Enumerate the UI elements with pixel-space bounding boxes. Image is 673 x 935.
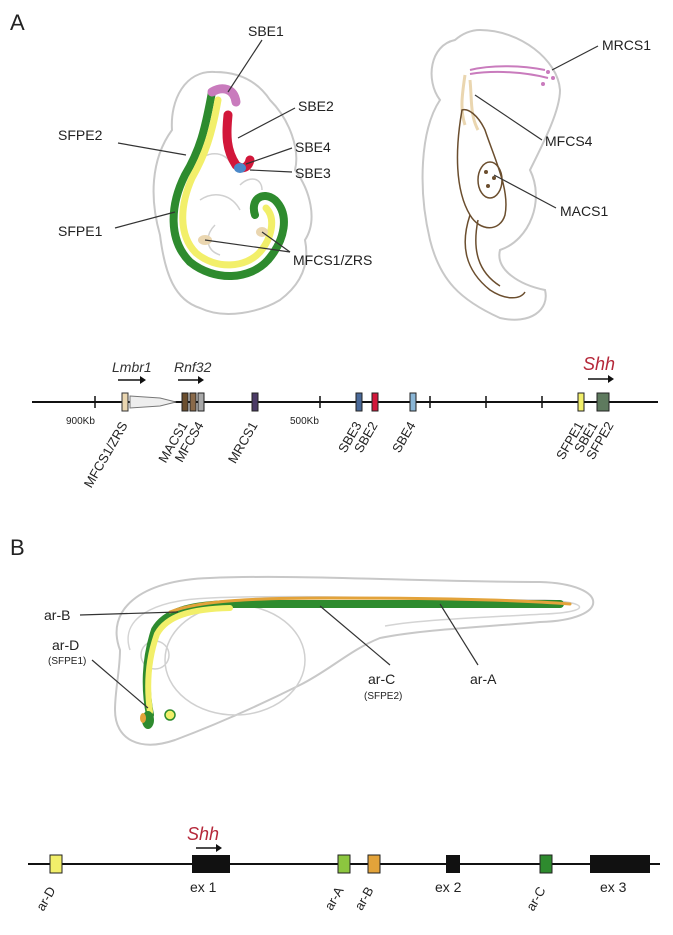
label-ar-c-sub: (SFPE2) — [364, 691, 402, 702]
locus-label-mfcs1-zrs: MFCS1/ZRS — [81, 419, 131, 491]
label-sbe3: SBE3 — [295, 165, 331, 181]
locus-label-ar-a: ar-A — [321, 884, 346, 913]
label-mfcs4: MFCS4 — [545, 133, 593, 149]
label-sfpe2: SFPE2 — [58, 127, 103, 143]
zebrafish-embryo — [115, 577, 593, 745]
mouse-embryo-ventral — [154, 72, 312, 314]
right-embryo-leaders — [475, 46, 598, 208]
gene-shh-zebrafish: Shh — [187, 824, 219, 844]
label-ar-a: ar-A — [470, 671, 497, 687]
label-sbe2: SBE2 — [298, 98, 334, 114]
mouse-locus-element-labels: MFCS1/ZRS MACS1 MFCS4 MRCS1 SBE3 SBE2 SB… — [81, 419, 617, 491]
locus-label-ar-c: ar-C — [523, 884, 549, 913]
label-ar-c: ar-C — [368, 671, 395, 687]
label-macs1: MACS1 — [560, 203, 608, 219]
exon-label-2: ex 2 — [435, 879, 462, 895]
exon-label-1: ex 1 — [190, 879, 217, 895]
exon-label-3: ex 3 — [600, 879, 627, 895]
scale-900kb: 900Kb — [66, 416, 95, 427]
zebrafish-locus-element-labels: ar-D ar-A ar-B ar-C — [33, 884, 549, 914]
mouse-embryo-lateral — [423, 30, 560, 320]
locus-label-mrcs1: MRCS1 — [225, 419, 261, 466]
gene-shh-mouse: Shh — [583, 354, 615, 374]
locus-label-ar-d: ar-D — [33, 884, 59, 913]
mouse-locus — [32, 375, 658, 411]
fish-leaders — [80, 604, 478, 708]
label-sbe4: SBE4 — [295, 139, 331, 155]
locus-label-ar-b: ar-B — [351, 884, 376, 913]
label-mfcs1-zrs: MFCS1/ZRS — [293, 252, 372, 268]
label-ar-d-sub: (SFPE1) — [48, 656, 86, 667]
locus-label-sbe4: SBE4 — [389, 419, 419, 455]
panel-a-letter: A — [10, 10, 25, 35]
zebrafish-locus — [28, 844, 660, 873]
label-ar-d: ar-D — [52, 637, 79, 653]
label-ar-b: ar-B — [44, 607, 70, 623]
panel-b-letter: B — [10, 535, 25, 560]
scale-500kb: 500Kb — [290, 416, 319, 427]
label-mrcs1: MRCS1 — [602, 37, 651, 53]
gene-rnf32: Rnf32 — [174, 359, 212, 375]
gene-lmbr1: Lmbr1 — [112, 359, 152, 375]
label-sfpe1: SFPE1 — [58, 223, 103, 239]
label-sbe1: SBE1 — [248, 23, 284, 39]
